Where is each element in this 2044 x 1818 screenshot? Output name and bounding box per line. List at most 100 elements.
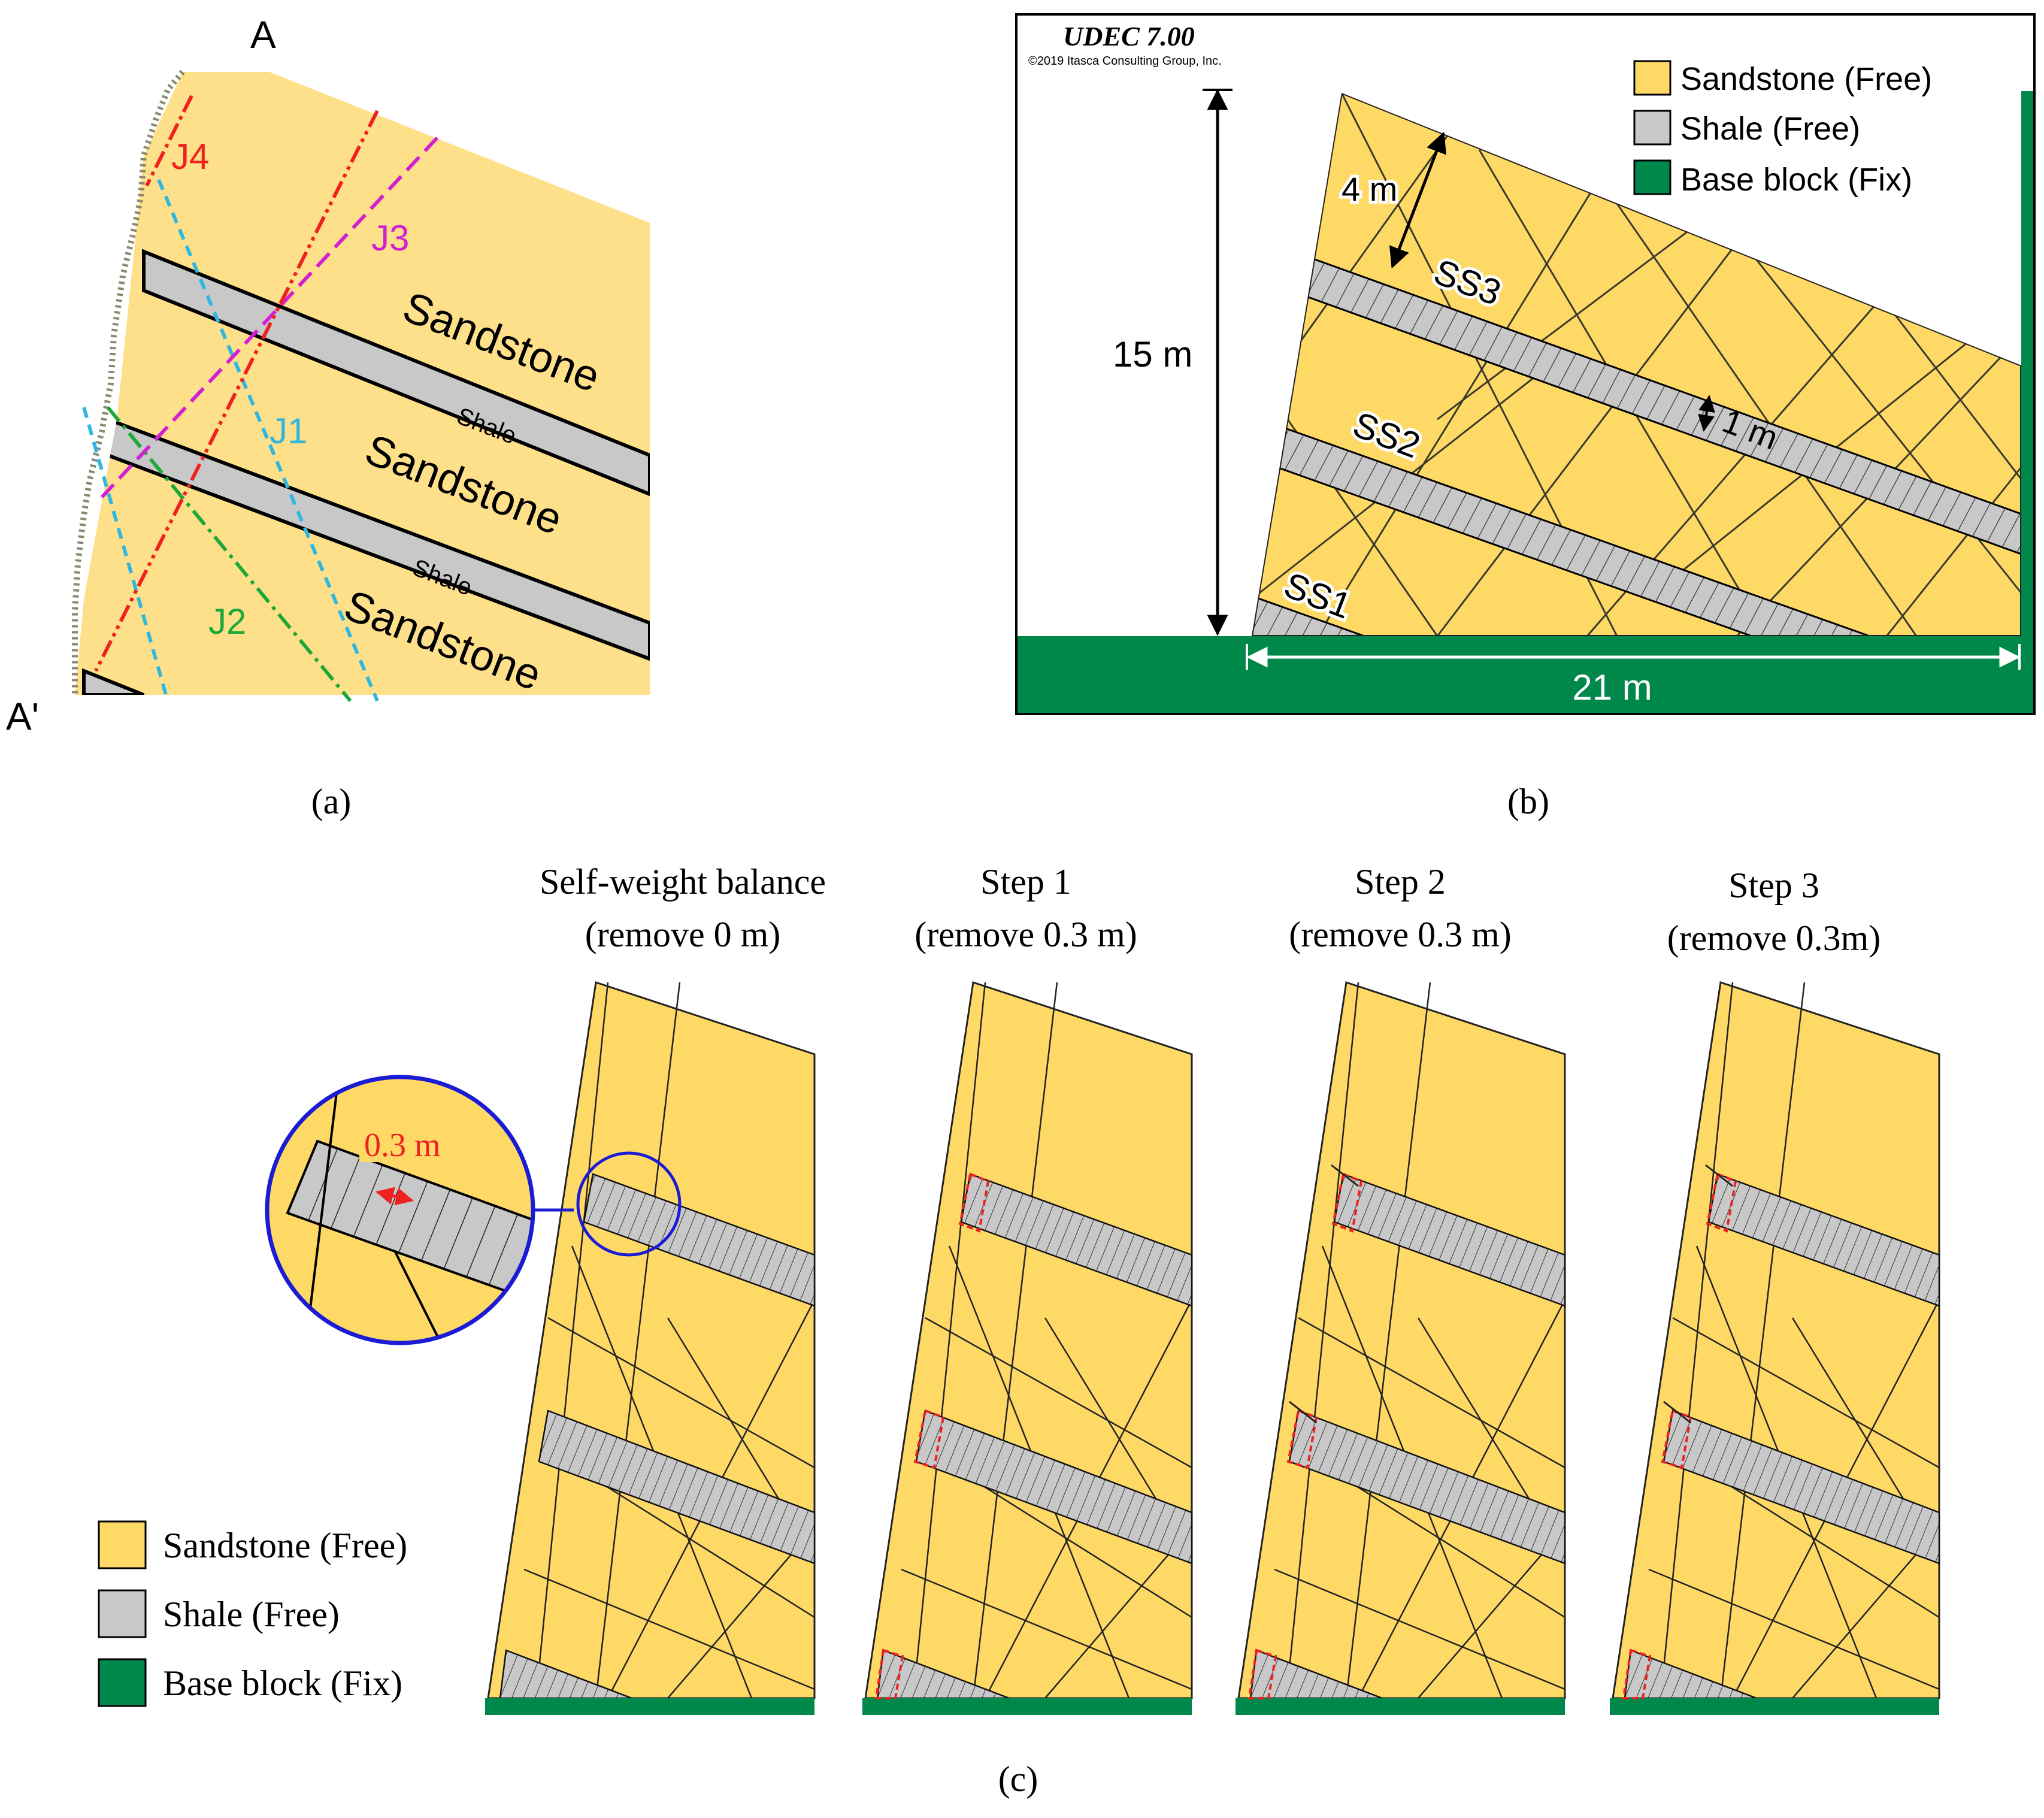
shale-layer [538, 1409, 816, 1565]
base-block [1610, 1698, 1939, 1715]
shale-layer-SS2 [1252, 415, 2021, 636]
removed-zone [874, 1172, 990, 1699]
joint-line [901, 1568, 1192, 1690]
dimension-top-arrow [1389, 131, 1447, 269]
joint-J4-label: J4 [171, 137, 209, 177]
stage-step-1 [862, 981, 1193, 1715]
legend-swatch-base [98, 1658, 147, 1707]
stage-self-weight [485, 981, 816, 1715]
shale-layer [583, 1173, 816, 1307]
joint-J3-label: J3 [371, 218, 409, 258]
removed-zone-lower [1247, 1648, 1277, 1699]
joint-line [1044, 1527, 1192, 1699]
removed-zone-middle [1661, 1409, 1692, 1469]
panel-b: UDEC 7.00 ©2019 Itasca Consulting Group,… [1015, 13, 2036, 821]
stage-title: Step 3 [1728, 866, 1819, 905]
displacement-offset [1663, 1400, 1691, 1424]
stage-title: Step 1 [980, 862, 1071, 902]
base-block [862, 1698, 1192, 1715]
shale-layer-upper [142, 249, 650, 497]
legend-c: Sandstone (Free) Shale (Free) Base block… [98, 1520, 407, 1707]
removed-zone-upper [958, 1172, 990, 1233]
joint-J1-label: J1 [269, 411, 307, 451]
software-title: UDEC 7.00 [1063, 21, 1195, 52]
legend-b: Sandstone (Free) Shale (Free) Base block… [1633, 60, 1932, 198]
section-label-A: A [250, 13, 276, 56]
stage-subtitle: (remove 0.3 m) [1289, 915, 1512, 954]
stage-step-3 [1610, 981, 1940, 1715]
panel-a: A A' J4 J3 J1 J2 Sandstone Shale Sandsto… [6, 13, 650, 821]
joint-line [1418, 1527, 1565, 1699]
displacement-offset [1331, 1164, 1359, 1187]
dimension-shale-arrow [1698, 395, 1715, 432]
joint-line [1672, 1317, 1940, 1469]
displacement-offset [1705, 1164, 1733, 1187]
joint-line [1345, 982, 1431, 1699]
legend-swatch-shale [98, 1589, 147, 1638]
section-label-A-prime: A' [6, 695, 39, 738]
zoom-source-circle [576, 1151, 682, 1257]
base-block [1018, 636, 2033, 713]
joint-J2-line [106, 406, 352, 702]
legend-swatch-sandstone [1633, 60, 1671, 96]
joint-J1-line-b [82, 407, 169, 701]
sandstone-body [1237, 981, 1566, 1699]
sandstone-body [864, 981, 1193, 1699]
stage-subtitle: (remove 0.3 m) [914, 915, 1137, 954]
base-block-right-wall [2021, 91, 2033, 636]
joint-J2-label: J2 [208, 601, 246, 642]
zoom-inset: 0.3 m [265, 1075, 682, 1345]
panel-a-caption: (a) [311, 782, 352, 821]
legend-label: Shale (Free) [163, 1595, 340, 1634]
shale-layer-base [82, 668, 145, 695]
removed-zone-lower [1622, 1648, 1652, 1699]
panel-c: Self-weight balance (remove 0 m) Step 1 … [98, 862, 1940, 1799]
zoom-dimension-arrow [376, 1187, 414, 1206]
legend-label: Sandstone (Free) [1680, 61, 1932, 97]
sandstone-body [487, 981, 816, 1699]
shale-layer-SS3 [1252, 235, 2021, 556]
legend-label: Shale (Free) [1680, 111, 1860, 147]
stage-title: Step 2 [1355, 862, 1446, 902]
dimension-height-label: 15 m [1113, 334, 1192, 374]
base-block [485, 1698, 814, 1715]
removed-zone-upper [1331, 1172, 1363, 1233]
sandstone-body [1612, 981, 1940, 1699]
joint-J3-line [100, 136, 439, 499]
joint-line [1298, 1317, 1565, 1469]
legend-label: Base block (Fix) [163, 1663, 402, 1703]
stage-step-2 [1236, 981, 1566, 1715]
joint-line [547, 1317, 815, 1469]
joint-network [1274, 982, 1566, 1699]
joint-J4-line [94, 110, 379, 672]
joint-line [925, 1317, 1192, 1469]
software-copyright: ©2019 Itasca Consulting Group, Inc. [1028, 55, 1222, 68]
stage-title: Self-weight balance [540, 862, 826, 902]
displacement-offset [1289, 1400, 1317, 1424]
removed-zone [1247, 1172, 1363, 1699]
removed-zone-middle [913, 1409, 945, 1469]
legend-label: Sandstone (Free) [163, 1526, 407, 1565]
legend-label: Base block (Fix) [1680, 162, 1912, 198]
joint-J1-line [157, 179, 379, 702]
joint-J4-line-top [145, 95, 193, 187]
panel-b-caption: (b) [1507, 782, 1549, 821]
panel-c-caption: (c) [998, 1759, 1038, 1799]
removed-zone-lower [874, 1648, 904, 1699]
joint-line [1274, 1568, 1565, 1690]
removed-zone-upper [1706, 1172, 1737, 1233]
joint-line [595, 982, 681, 1699]
removed-zone [1622, 1172, 1737, 1699]
joint-line [972, 982, 1058, 1699]
base-block [1236, 1698, 1565, 1715]
joint-line [1648, 1568, 1940, 1690]
legend-swatch-sandstone [98, 1520, 147, 1569]
legend-swatch-shale [1633, 110, 1671, 146]
dimension-width-label: 21 m [1572, 667, 1652, 707]
rough-cliff-face [72, 69, 185, 695]
joint-line [1792, 1527, 1940, 1699]
joint-line [1719, 982, 1806, 1699]
joint-network [901, 982, 1193, 1699]
joint-line [523, 1568, 815, 1690]
